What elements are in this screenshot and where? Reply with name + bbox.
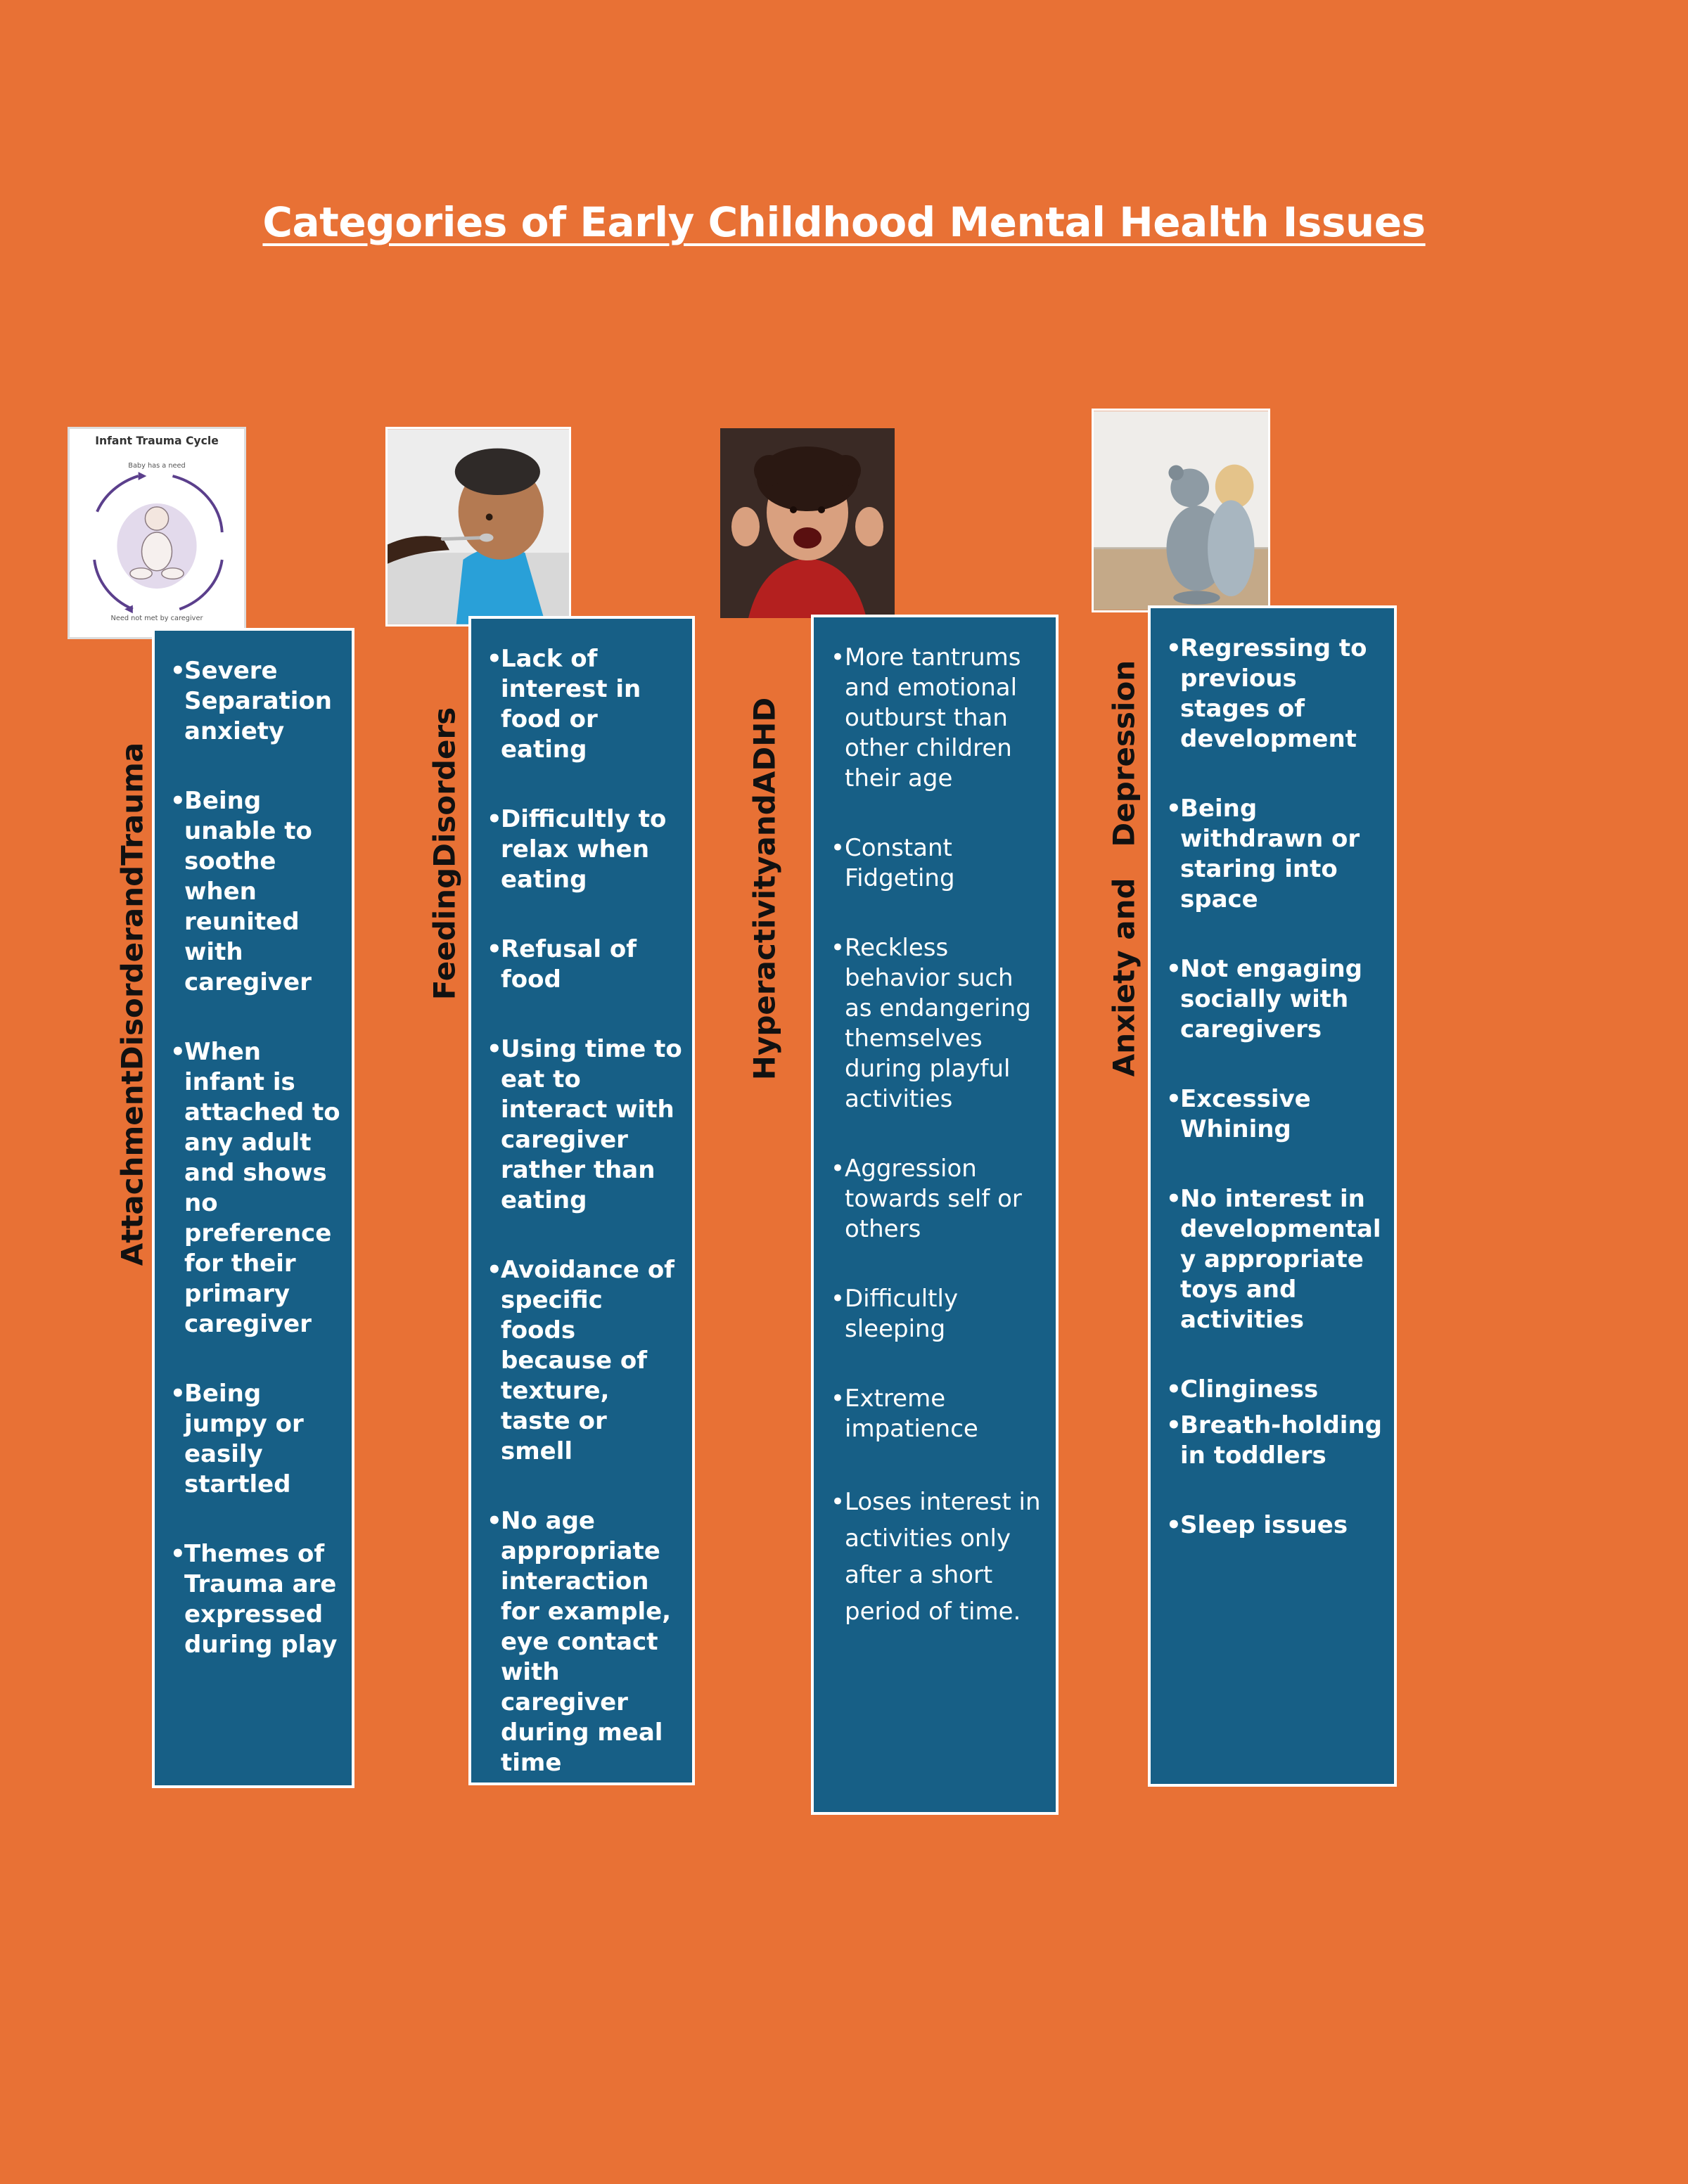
sad-child-with-teddy-photo-icon (1094, 411, 1268, 610)
baby-being-fed-photo-icon (388, 429, 569, 624)
list-item: When infant is attached to any adult and… (170, 1037, 342, 1340)
symptom-list: Severe Separation anxiety Being unable t… (170, 656, 342, 1660)
list-item: No interest in developmental y appropria… (1166, 1184, 1384, 1335)
list-item: Regressing to previous stages of develop… (1166, 634, 1384, 754)
infant-trauma-cycle-diagram-icon: Infant Trauma Cycle Baby has a need Need… (93, 435, 224, 622)
list-item: Difficultly to relax when eating (487, 804, 682, 895)
list-item: Sleep issues (1166, 1510, 1384, 1541)
list-item: No age appropriate interaction for examp… (487, 1506, 682, 1778)
symptom-list: More tantrums and emotional outburst tha… (831, 643, 1046, 1630)
list-item: Severe Separation anxiety (170, 656, 342, 747)
list-item: Extreme impatience (831, 1384, 1046, 1444)
diagram-label-top: Baby has a need (128, 462, 186, 470)
list-item: Difficultly sleeping (831, 1284, 1046, 1344)
list-item: Excessive Whining (1166, 1084, 1384, 1145)
column-feeding-disorders: Lack of interest in food or eating Diffi… (468, 616, 695, 1785)
column-heading-text: AttachmentDisorderandTrauma (115, 742, 150, 1266)
diagram-caption-title: Infant Trauma Cycle (95, 435, 219, 447)
list-item: Aggression towards self or others (831, 1154, 1046, 1245)
screaming-child-photo-icon (720, 428, 895, 618)
list-item: Avoidance of specific foods because of t… (487, 1255, 682, 1467)
symptom-list: Lack of interest in food or eating Diffi… (487, 644, 682, 1778)
anxiety-image (1092, 409, 1270, 612)
column-heading-text: Anxiety and Depression (1106, 660, 1142, 1077)
column-attachment-disorder: Severe Separation anxiety Being unable t… (152, 628, 354, 1788)
list-item: Constant Fidgeting (831, 833, 1046, 894)
list-item: Lack of interest in food or eating (487, 644, 682, 765)
list-item: Being jumpy or easily startled (170, 1379, 342, 1500)
column-heading-text: FeedingDisorders (427, 707, 462, 1001)
list-item: Being withdrawn or staring into space (1166, 794, 1384, 915)
feeding-image (385, 427, 571, 627)
page-title: Categories of Early Childhood Mental Hea… (262, 198, 1426, 246)
column-hyperactivity-adhd: More tantrums and emotional outburst tha… (811, 615, 1059, 1815)
list-item: Loses interest in activities only after … (831, 1484, 1046, 1630)
list-item: Refusal of food (487, 934, 682, 995)
hyperactivity-image (720, 428, 895, 618)
list-item: Themes of Trauma are expressed during pl… (170, 1539, 342, 1660)
diagram-label-bottom: Need not met by caregiver (111, 615, 204, 622)
list-item: Reckless behavior such as endangering th… (831, 933, 1046, 1115)
list-item: More tantrums and emotional outburst tha… (831, 643, 1046, 794)
column-anxiety-depression: Regressing to previous stages of develop… (1148, 605, 1397, 1787)
infant-trauma-cycle-image: Infant Trauma Cycle Baby has a need Need… (68, 427, 246, 639)
list-item: Using time to eat to interact with careg… (487, 1034, 682, 1216)
list-item: Breath-holding in toddlers (1166, 1411, 1384, 1471)
symptom-list: Regressing to previous stages of develop… (1166, 634, 1384, 1541)
column-heading-text: HyperactivityandADHD (747, 697, 782, 1081)
list-item: Not engaging socially with caregivers (1166, 954, 1384, 1045)
list-item: Clinginess (1166, 1375, 1384, 1405)
list-item: Being unable to soothe when reunited wit… (170, 786, 342, 998)
